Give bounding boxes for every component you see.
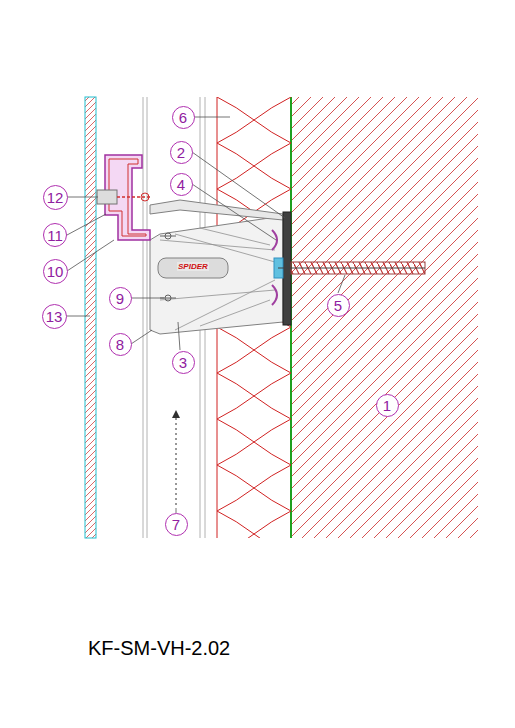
brand-mark: SPIDER <box>177 262 209 271</box>
callout-number: 5 <box>334 298 342 313</box>
callout-circle: 6 <box>172 106 195 129</box>
callout-number: 1 <box>383 398 391 413</box>
callout-number: 11 <box>47 228 63 243</box>
callout-circle: 13 <box>42 304 67 329</box>
callout-number: 12 <box>47 190 64 205</box>
callout-number: 4 <box>177 177 185 192</box>
callout-circle: 7 <box>165 513 188 536</box>
callout-number: 3 <box>179 355 187 370</box>
callout-circle: 12 <box>43 185 68 210</box>
callout-number: 10 <box>47 264 64 279</box>
callout-number: 7 <box>172 517 180 532</box>
callout-circle: 2 <box>170 141 193 164</box>
callout-circle: 5 <box>327 294 350 317</box>
callout-number: 2 <box>177 145 185 160</box>
callout-circle: 11 <box>43 223 67 247</box>
callout-circle: 8 <box>109 333 132 356</box>
callout-circle: 4 <box>170 173 193 196</box>
callout-circle: 3 <box>172 351 195 374</box>
callout-number: 9 <box>116 291 124 306</box>
callout-number: 13 <box>46 309 63 324</box>
callout-number: 6 <box>179 110 187 125</box>
callout-number: 8 <box>116 337 124 352</box>
callout-circle: 1 <box>376 394 399 417</box>
callout-circle: 9 <box>109 287 132 310</box>
drawing-code: KF-SM-VH-2.02 <box>88 637 230 660</box>
callout-circle: 10 <box>43 259 68 284</box>
